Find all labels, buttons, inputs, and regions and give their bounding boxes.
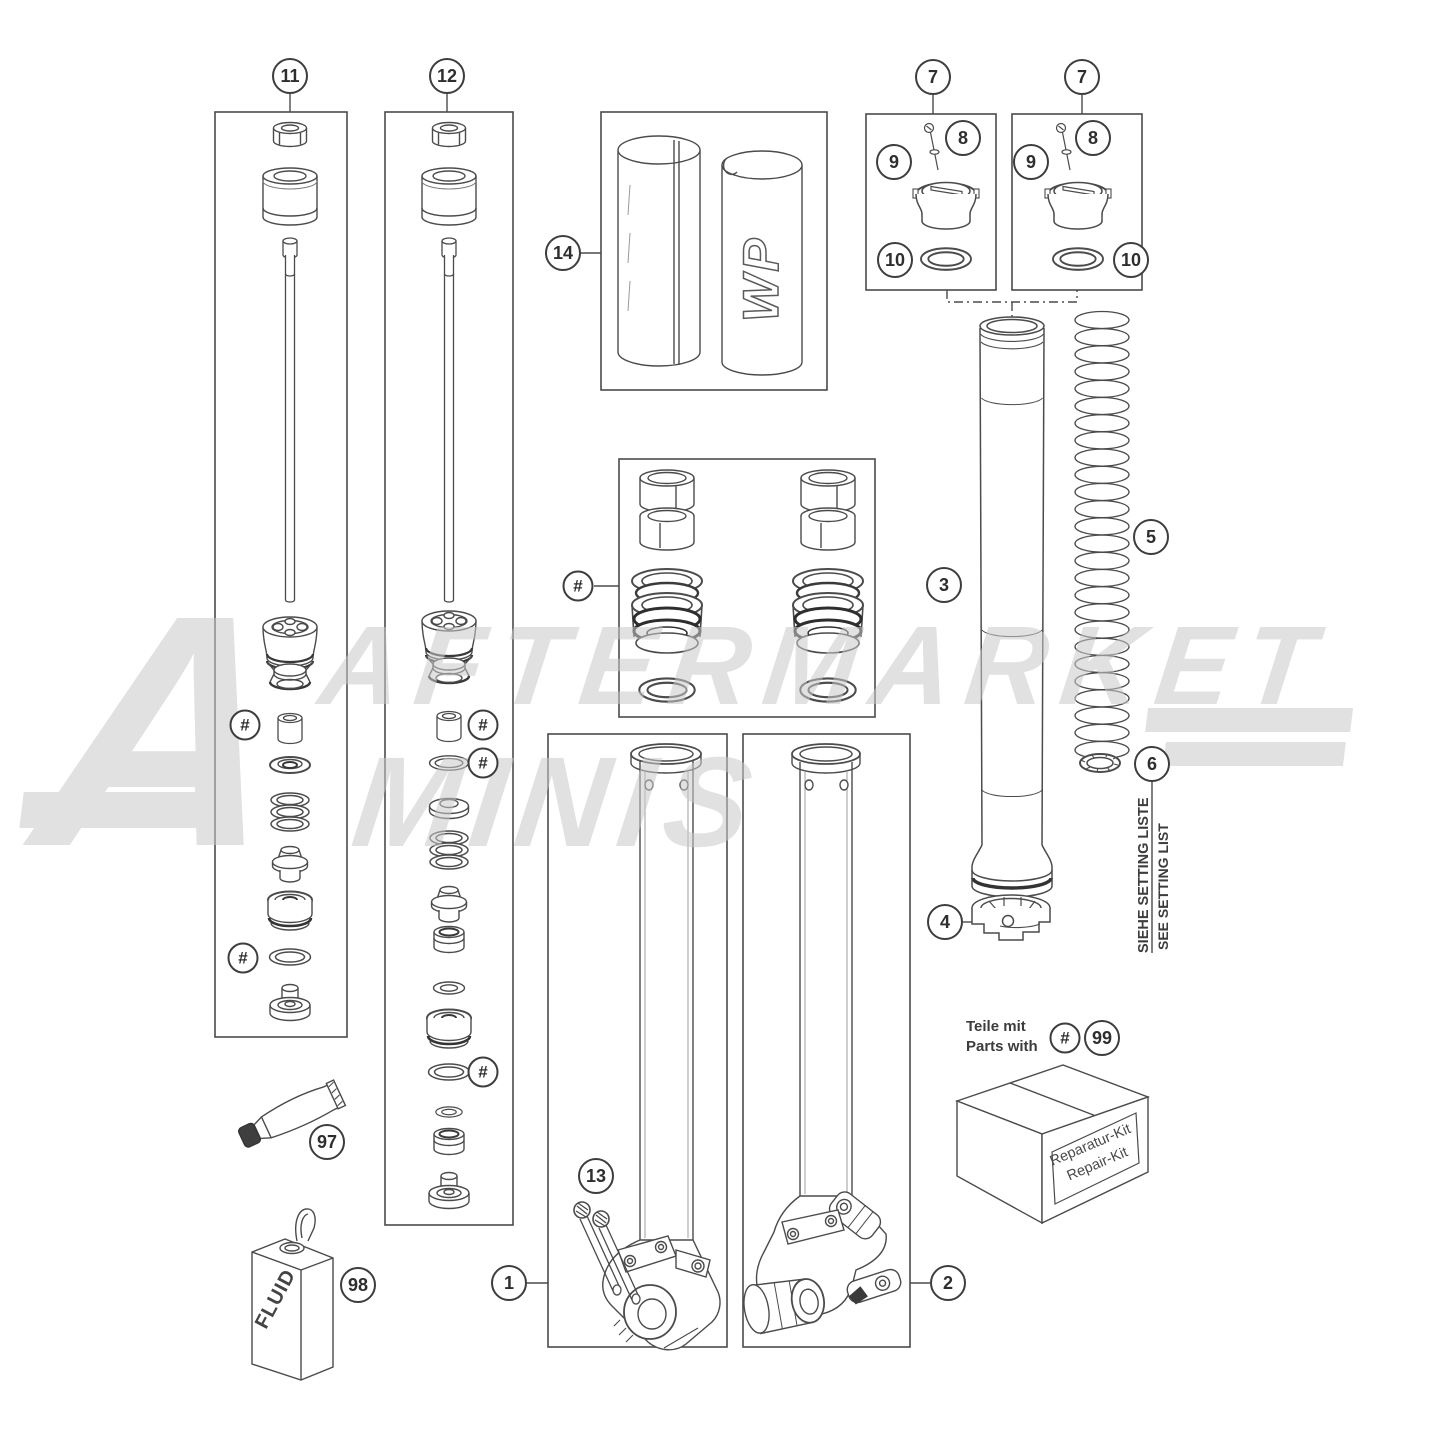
callout-12: 12 (429, 58, 465, 94)
hash-marker-2-label: # (238, 948, 248, 967)
frame-box-1 (547, 733, 728, 1348)
callout-8-right-label: 8 (1087, 127, 1098, 148)
callout-3: 3 (926, 567, 962, 603)
part-protection-sleeves: WP (617, 135, 803, 376)
frames-layer (214, 111, 1143, 1348)
hash-marker-1-label: # (240, 715, 250, 734)
callout-8-right: 8 (1075, 120, 1111, 156)
watermark: A AFTERMARKET MINIS (10, 547, 1354, 916)
hash-marker-3: # (467, 709, 499, 741)
watermark-line2: MINIS (346, 731, 769, 873)
callout-9-right-label: 9 (1025, 151, 1036, 172)
callout-4: 4 (927, 904, 963, 940)
part-preload-washer (1079, 753, 1121, 773)
callout-10-right-label: 10 (1120, 249, 1142, 270)
callout-11: 11 (272, 58, 308, 94)
callout-7-right-label: 7 (1076, 66, 1087, 87)
callout-8-left: 8 (945, 120, 981, 156)
callout-99: 99 (1084, 1020, 1120, 1056)
callout-97: 97 (309, 1124, 345, 1160)
frame-box-12 (384, 111, 514, 1226)
hash-marker-3-label: # (478, 715, 488, 734)
callout-10-right: 10 (1113, 242, 1149, 278)
frame-box-7-left (865, 113, 997, 291)
callout-1-label: 1 (503, 1272, 514, 1293)
hash-marker-1: # (229, 709, 261, 741)
frame-box-14 (600, 111, 828, 391)
setting-note-de: SIEHE SETTING LISTE (1136, 797, 1152, 953)
callout-12-label: 12 (436, 65, 458, 86)
callout-5-label: 5 (1145, 526, 1156, 547)
frame-box-seals (618, 458, 876, 718)
callout-6: 6 (1134, 746, 1170, 782)
setting-note: SIEHE SETTING LISTE SEE SETTING LIST (1136, 797, 1171, 953)
hash-marker-5: # (467, 1056, 499, 1088)
callout-14-label: 14 (552, 242, 574, 263)
hash-marker-5-label: # (478, 1062, 488, 1081)
callout-13-label: 13 (585, 1165, 607, 1186)
callout-2-label: 2 (942, 1272, 953, 1293)
setting-note-en: SEE SETTING LIST (1155, 823, 1171, 950)
parts-with-note-de: Teile mit (966, 1018, 1026, 1035)
callout-6-label: 6 (1146, 753, 1157, 774)
callout-2: 2 (930, 1265, 966, 1301)
watermark-line1: AFTERMARKET (311, 602, 1336, 728)
frame-box-11 (214, 111, 348, 1038)
callout-10-left: 10 (877, 242, 913, 278)
part-fluid-canister: FLUID (251, 1208, 334, 1381)
callout-7-left-label: 7 (927, 66, 938, 87)
callout-10-left-label: 10 (884, 249, 906, 270)
hash-marker-2: # (227, 942, 259, 974)
parts-with-note-en: Parts with (966, 1038, 1038, 1055)
hash-marker-4: # (467, 747, 499, 779)
leader-lines (289, 94, 1153, 1284)
callout-98: 98 (340, 1267, 376, 1303)
wp-logo: WP (733, 235, 789, 322)
part-spring (1074, 310, 1130, 760)
part-adjuster (971, 894, 1051, 941)
frame-box-2 (742, 733, 911, 1348)
callout-99-label: 99 (1091, 1027, 1113, 1048)
callout-5: 5 (1133, 519, 1169, 555)
hash-marker-7: # (1049, 1022, 1081, 1054)
callout-97-label: 97 (316, 1131, 338, 1152)
callout-9-right: 9 (1013, 144, 1049, 180)
callout-7-right: 7 (1064, 59, 1100, 95)
hash-marker-7-label: # (1060, 1028, 1070, 1047)
callout-7-left: 7 (915, 59, 951, 95)
hash-marker-4-label: # (478, 753, 488, 772)
callout-4-label: 4 (939, 911, 950, 932)
callout-9-left-label: 9 (888, 151, 899, 172)
callout-1: 1 (491, 1265, 527, 1301)
part-fork-leg-left (573, 743, 721, 1351)
part-grease-tube (238, 1079, 347, 1148)
callout-3-label: 3 (938, 574, 949, 595)
part-repair-kit-box: Reparatur-Kit Repair-Kit (954, 1064, 1151, 1225)
callout-8-left-label: 8 (957, 127, 968, 148)
callout-11-label: 11 (280, 65, 300, 86)
callout-98-label: 98 (347, 1274, 369, 1295)
callout-9-left: 9 (876, 144, 912, 180)
callout-13: 13 (578, 1158, 614, 1194)
callout-14: 14 (545, 235, 581, 271)
watermark-monogram: A (10, 547, 304, 916)
part-fork-leg-right (743, 743, 902, 1335)
hash-marker-6: # (562, 570, 594, 602)
hash-marker-6-label: # (573, 576, 583, 595)
